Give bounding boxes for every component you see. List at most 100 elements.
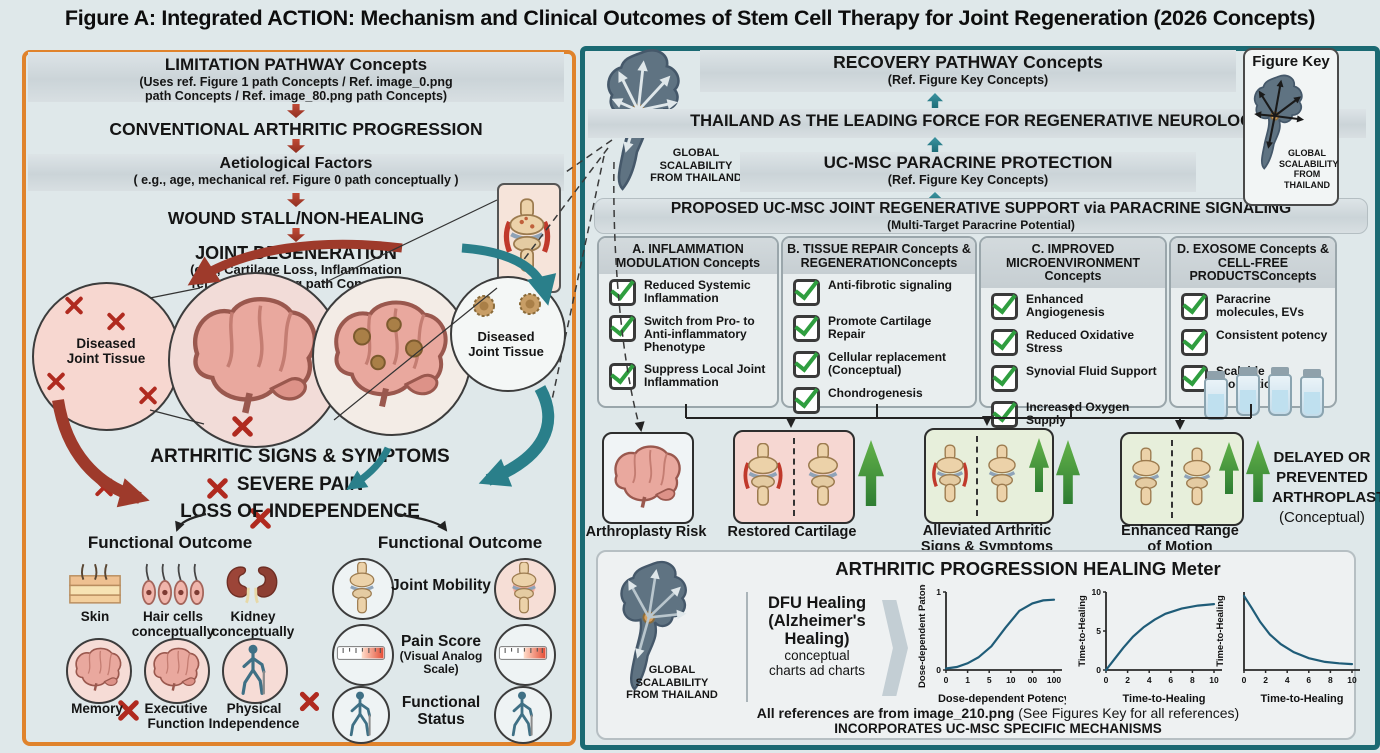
up-arrow-icon	[1219, 442, 1239, 494]
svg-text:8: 8	[1328, 675, 1333, 685]
references-rest: (See Figures Key for all references)	[1014, 705, 1240, 721]
pain-score-before-circle	[332, 624, 394, 686]
key-label-2: SCALABILITY	[1279, 158, 1339, 169]
x-mark-icon	[228, 412, 256, 440]
vial-icon	[1268, 367, 1292, 416]
brain-icon	[613, 444, 682, 510]
svg-text:1: 1	[936, 587, 941, 597]
skin-icon	[68, 563, 122, 604]
limitation-sub2: path Concepts / Ref. image_80.png path C…	[144, 89, 448, 103]
x-mark-icon	[136, 384, 160, 408]
svg-text:2: 2	[1263, 675, 1268, 685]
enhanced-rom-box	[1120, 432, 1244, 526]
column-d-item: Consistent potency	[1216, 327, 1328, 342]
figure-key-title: Figure Key	[1252, 53, 1330, 70]
outcome-physical-label: Physical	[226, 701, 282, 716]
diseased-left-label1: Diseased	[76, 336, 136, 351]
column-d-item: Paracrine molecules, EVs	[1216, 291, 1305, 319]
recovery-title: RECOVERY PATHWAY Concepts	[833, 52, 1103, 72]
svg-text:5: 5	[987, 675, 992, 685]
brain-icon	[184, 292, 324, 420]
column-tissue-repair: B. TISSUE REPAIR Concepts & REGENERATION…	[781, 236, 977, 414]
healing-meter-box: ARTHRITIC PROGRESSION HEALING Meter GLOB…	[596, 550, 1360, 740]
arthroplasty-risk-label: Arthroplasty Risk	[585, 524, 707, 540]
svg-text:10: 10	[1347, 675, 1357, 685]
outcome-executive-label: Executive	[144, 701, 208, 716]
x-mark-icon	[104, 310, 128, 334]
column-a-header: A. INFLAMMATION MODULATION Concepts	[599, 238, 777, 274]
functional-status-after-circle	[494, 686, 552, 744]
thailand-map-icon	[1253, 74, 1305, 170]
brain-icon	[74, 647, 122, 692]
walking-person-icon	[241, 643, 266, 695]
outcome-skin-label: Skin	[80, 609, 110, 624]
global-label-3: FROM THAILAND	[626, 689, 718, 701]
outcome-kidney-label2: conceptually	[211, 623, 295, 639]
enhanced-label1: Enhanced Range	[1121, 523, 1239, 539]
pain-score-sub: (Visual Analog Scale)	[399, 649, 483, 676]
figure-title: Figure A: Integrated ACTION: Mechanism a…	[64, 6, 1316, 30]
column-a-item: Suppress Local Joint Inflammation	[644, 362, 766, 389]
vial-icon	[1236, 367, 1260, 416]
wound-step: WOUND STALL/NON-HEALING	[167, 208, 425, 228]
column-c-item: Increased Oxygen Supply	[1026, 399, 1130, 427]
recovery-strip: RECOVERY PATHWAY Concepts (Ref. Figure K…	[700, 50, 1236, 92]
limitation-header-strip: LIMITATION PATHWAY Concepts (Uses ref. F…	[28, 52, 564, 103]
global-label-2: SCALABILITY	[659, 159, 733, 172]
healthy-knee-icon	[987, 443, 1017, 504]
brain-icon	[152, 647, 200, 692]
svg-text:Time-to-Healing: Time-to-Healing	[1261, 693, 1344, 705]
proposed-sub: (Multi-Target Paracrine Potential)	[887, 218, 1075, 232]
pain-scale-icon	[336, 646, 386, 660]
vial-icon	[1300, 369, 1324, 418]
hair-cells-icon	[141, 563, 204, 605]
outcome-executive-label2: Function	[147, 715, 205, 731]
checkbox-icon	[1181, 328, 1208, 356]
executive-brain-circle	[144, 638, 210, 704]
svg-text:10: 10	[1209, 675, 1219, 685]
checkbox-icon	[991, 400, 1018, 428]
outcome-memory-label: Memory	[71, 701, 123, 716]
svg-text:4: 4	[1147, 675, 1152, 685]
brain-icon	[326, 296, 454, 413]
outcome-kidney-label: Kidney	[230, 609, 276, 624]
svg-text:0: 0	[1096, 665, 1101, 675]
inflamed-knee-icon	[503, 186, 551, 286]
proposed-title: PROPOSED UC-MSC JOINT REGENERATIVE SUPPO…	[670, 200, 1292, 217]
column-b-item: Cellular replacement (Conceptual)	[828, 350, 947, 377]
thailand-banner: THAILAND AS THE LEADING FORCE FOR REGENE…	[588, 109, 1366, 138]
healthy-knee-icon	[806, 443, 840, 507]
chevron-icon	[882, 600, 908, 696]
global-label-1: GLOBAL	[672, 147, 720, 159]
references-line: All references are from image_210.png (S…	[658, 705, 1338, 721]
svg-text:10: 10	[1006, 675, 1016, 685]
dfu-line4: conceptual	[784, 648, 850, 663]
checkbox-icon	[793, 351, 820, 378]
delayed-line2: PREVENTED	[1276, 469, 1368, 486]
column-c-item: Synovial Fluid Support	[1026, 363, 1157, 378]
mechanisms-line: INCORPORATES UC-MSC SPECIFIC MECHANISMS	[834, 721, 1162, 736]
limitation-title: LIMITATION PATHWAY Concepts	[164, 55, 428, 74]
pain-scale-icon	[498, 646, 548, 660]
joint-mobility-label: Joint Mobility	[391, 577, 491, 594]
diseased-joint-tissue-left-circle: Diseased Joint Tissue	[32, 282, 181, 431]
checkbox-icon	[991, 292, 1018, 320]
svg-text:Dose-dependent Potency: Dose-dependent Potency	[938, 693, 1066, 705]
walking-person-icon	[349, 690, 372, 737]
checkbox-icon	[1181, 292, 1208, 320]
dfu-line2: (Alzheimer's	[768, 612, 866, 630]
dfu-line3: Healing)	[784, 630, 850, 648]
checkbox-icon	[609, 363, 636, 390]
aetiology-strip: Aetiological Factors ( e.g., age, mechan…	[28, 154, 564, 191]
memory-brain-circle	[66, 638, 132, 704]
svg-text:Dose-dependent Patoncy: Dose-dependent Patoncy	[917, 584, 928, 688]
checkbox-icon	[793, 387, 820, 414]
aetiology-sub: ( e.g., age, mechanical ref. Figure 0 pa…	[133, 173, 459, 187]
svg-text:8: 8	[1190, 675, 1195, 685]
diseased-right-label1: Diseased	[477, 329, 535, 344]
divider	[793, 438, 795, 516]
degeneration-title: JOINT DEGENERATION	[195, 243, 397, 263]
outcome-hair-label: Hair cells	[142, 609, 204, 624]
